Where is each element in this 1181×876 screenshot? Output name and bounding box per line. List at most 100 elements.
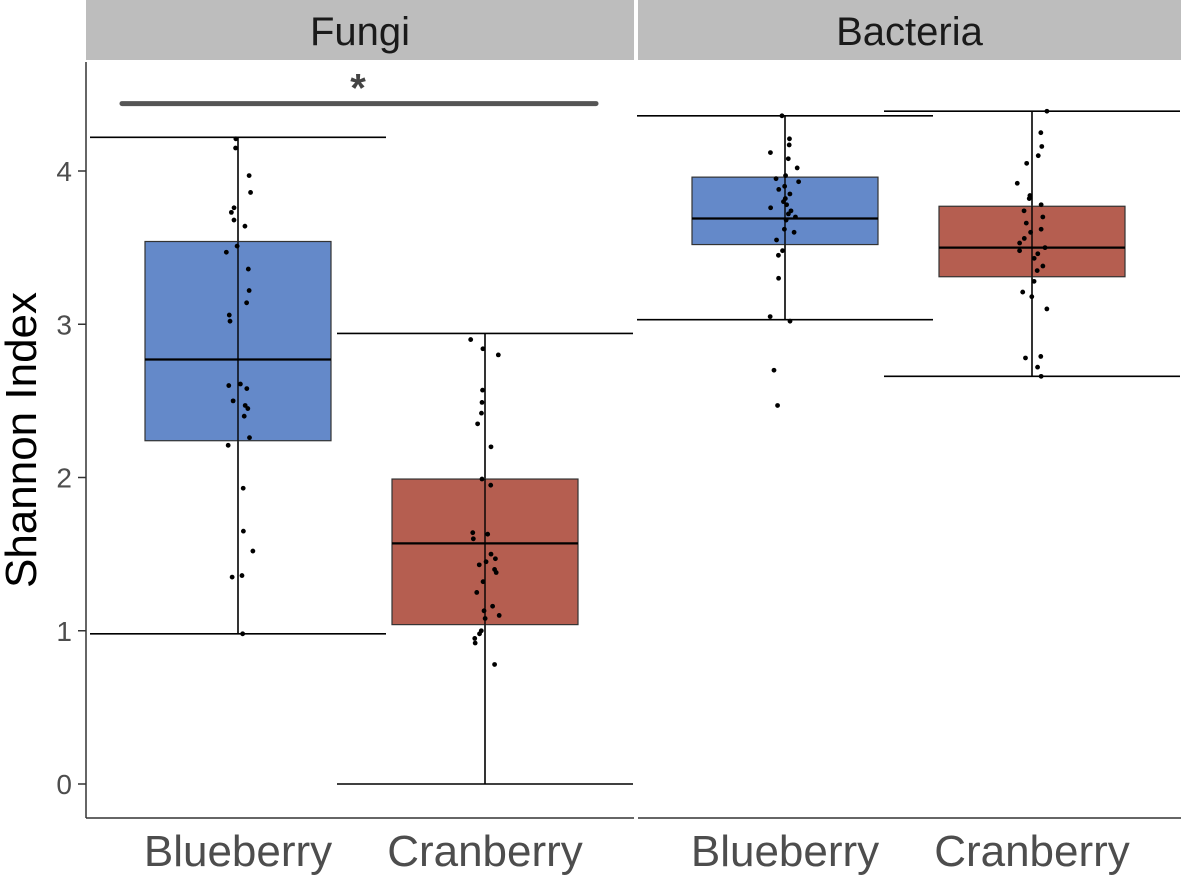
data-point: [787, 318, 793, 324]
y-tick-label: 4: [56, 156, 72, 187]
data-point: [1035, 251, 1041, 257]
significance-marker: *: [350, 67, 366, 111]
y-tick-label: 2: [56, 463, 72, 494]
data-point: [1017, 240, 1023, 246]
data-point: [223, 249, 229, 255]
data-point: [246, 288, 252, 293]
data-point: [481, 608, 487, 614]
data-point: [488, 444, 494, 450]
data-point: [794, 165, 800, 171]
data-point: [241, 413, 247, 419]
data-point: [480, 579, 486, 585]
data-point: [234, 243, 240, 249]
data-point: [247, 435, 252, 441]
data-point: [229, 574, 235, 580]
data-point: [245, 266, 251, 272]
data-point: [1035, 153, 1041, 159]
data-point: [767, 314, 773, 319]
data-point: [775, 403, 780, 408]
data-point: [793, 214, 798, 220]
data-point: [1029, 294, 1035, 300]
data-point: [776, 186, 782, 192]
data-point: [228, 209, 234, 215]
data-point: [776, 252, 781, 258]
facet-label: Bacteria: [836, 10, 983, 54]
data-point: [791, 229, 797, 235]
data-point: [783, 217, 789, 223]
data-point: [490, 603, 496, 609]
data-point: [782, 196, 788, 201]
data-point: [1031, 278, 1037, 284]
data-point: [240, 528, 246, 534]
data-point: [242, 223, 248, 229]
data-point: [230, 398, 236, 404]
data-point: [787, 191, 793, 197]
data-point: [1028, 229, 1033, 235]
data-point: [1021, 208, 1027, 214]
box-cranberry: [337, 332, 633, 785]
data-point: [496, 613, 502, 618]
data-point: [781, 226, 787, 232]
data-point: [231, 205, 237, 211]
data-point: [472, 636, 478, 641]
box-blueberry: [90, 136, 386, 637]
y-axis-title: Shannon Index: [0, 292, 46, 588]
box-blueberry: [637, 113, 933, 408]
data-point: [1040, 263, 1046, 269]
facet-label: Fungi: [310, 10, 410, 54]
data-point: [774, 237, 779, 243]
x-tick-label: Cranberry: [934, 827, 1130, 876]
data-point: [470, 536, 476, 542]
data-point: [1040, 214, 1046, 220]
data-point: [796, 179, 802, 185]
data-point: [786, 142, 792, 148]
data-point: [787, 136, 792, 142]
data-point: [1034, 268, 1040, 274]
data-point: [240, 631, 246, 637]
data-point: [1024, 160, 1030, 166]
data-point: [237, 381, 243, 387]
data-point: [480, 346, 486, 352]
data-point: [784, 202, 790, 208]
data-point: [482, 616, 488, 621]
x-tick-label: Blueberry: [144, 827, 332, 876]
data-point: [779, 113, 785, 119]
data-point: [1042, 245, 1048, 251]
data-point: [479, 400, 485, 405]
data-point: [788, 208, 794, 214]
data-point: [479, 476, 485, 482]
x-tick-label: Cranberry: [387, 827, 583, 876]
data-point: [246, 173, 252, 178]
data-point: [244, 300, 250, 306]
data-point: [1038, 354, 1044, 359]
data-point: [227, 318, 233, 324]
data-point: [483, 559, 489, 565]
data-point: [476, 562, 482, 568]
data-point: [231, 217, 237, 223]
data-point: [1031, 255, 1037, 261]
data-point: [485, 531, 491, 537]
data-point: [1014, 180, 1020, 186]
data-point: [480, 387, 485, 393]
data-point: [768, 150, 773, 156]
data-point: [780, 248, 785, 254]
facet-strip: [86, 0, 634, 60]
data-point: [1023, 220, 1029, 226]
data-point: [479, 410, 484, 416]
data-point: [239, 573, 245, 578]
data-point: [1044, 108, 1050, 114]
y-tick-label: 0: [56, 769, 72, 800]
data-point: [782, 183, 788, 189]
data-point: [1017, 248, 1022, 254]
data-point: [771, 367, 777, 373]
facet-strip: [638, 0, 1181, 60]
data-point: [785, 156, 791, 162]
data-point: [495, 352, 501, 358]
data-point: [244, 386, 250, 392]
data-point: [242, 403, 248, 408]
data-point: [226, 312, 232, 318]
data-point: [488, 482, 494, 488]
data-point: [1021, 236, 1027, 241]
